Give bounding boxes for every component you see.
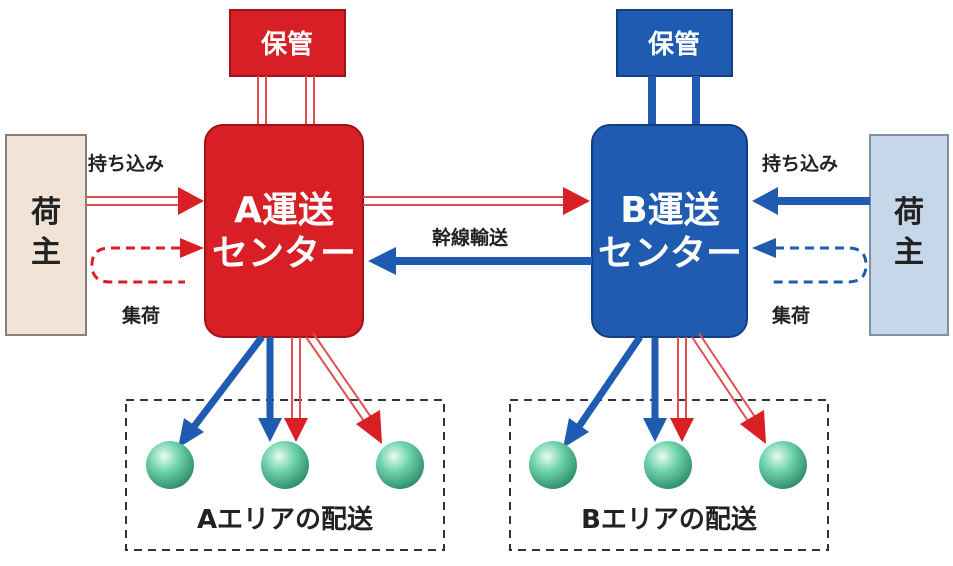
center-a-label-1: A運送 [234,190,334,231]
trunk-a-to-b-arrow [363,187,590,215]
center-b-box: B運送 センター [591,124,748,338]
pickup-b-loop [770,246,868,284]
storage-b-box: 保管 [616,9,733,77]
storage-a-label: 保管 [260,30,313,60]
trunk-transport-label: 幹線輸送 [432,226,509,249]
area-a-destinations [146,441,424,489]
shipper-b-label-2: 主 [894,235,924,270]
center-a-label-2: センター [212,233,356,274]
destination-sphere [146,441,194,489]
destination-sphere [261,441,309,489]
pickup-b-arrowhead [752,238,776,258]
storage-a-box: 保管 [229,9,346,77]
shipper-a-label-2: 主 [31,235,61,270]
area-b-label: Bエリアの配送 [581,505,757,535]
storage-a-connector [257,76,315,130]
area-b-boundary [509,399,829,551]
pickup-a-label: 集荷 [121,304,160,327]
trunk-b-to-a-arrow [368,247,592,275]
shipper-b-box: 荷 主 [869,134,949,336]
destination-sphere [644,441,692,489]
storage-b-label: 保管 [647,30,700,60]
area-a-delivery-arrows [178,332,382,448]
center-b-label-2: センター [598,233,742,274]
area-a-boundary [125,399,445,551]
bring-in-b-label: 持ち込み [762,152,838,175]
pickup-a-arrowhead [180,238,204,258]
area-b-delivery-arrows [563,332,766,448]
center-a-box: A運送 センター [204,124,364,338]
destination-sphere [529,441,577,489]
pickup-a-loop [90,246,185,284]
destination-sphere [376,441,424,489]
destination-sphere [759,441,807,489]
area-b-destinations [529,441,807,489]
pickup-b-label: 集荷 [771,304,810,327]
shipper-a-box: 荷 主 [5,134,87,336]
area-a-label: Aエリアの配送 [197,505,373,535]
storage-b-connector [648,76,700,130]
shipper-a-label-1: 荷 [31,195,61,230]
bring-in-a-arrow [86,187,204,215]
bring-in-b-arrow [752,187,870,215]
center-b-label-1: B運送 [620,190,719,231]
bring-in-a-label: 持ち込み [88,152,164,175]
shipper-b-label-1: 荷 [894,195,924,230]
